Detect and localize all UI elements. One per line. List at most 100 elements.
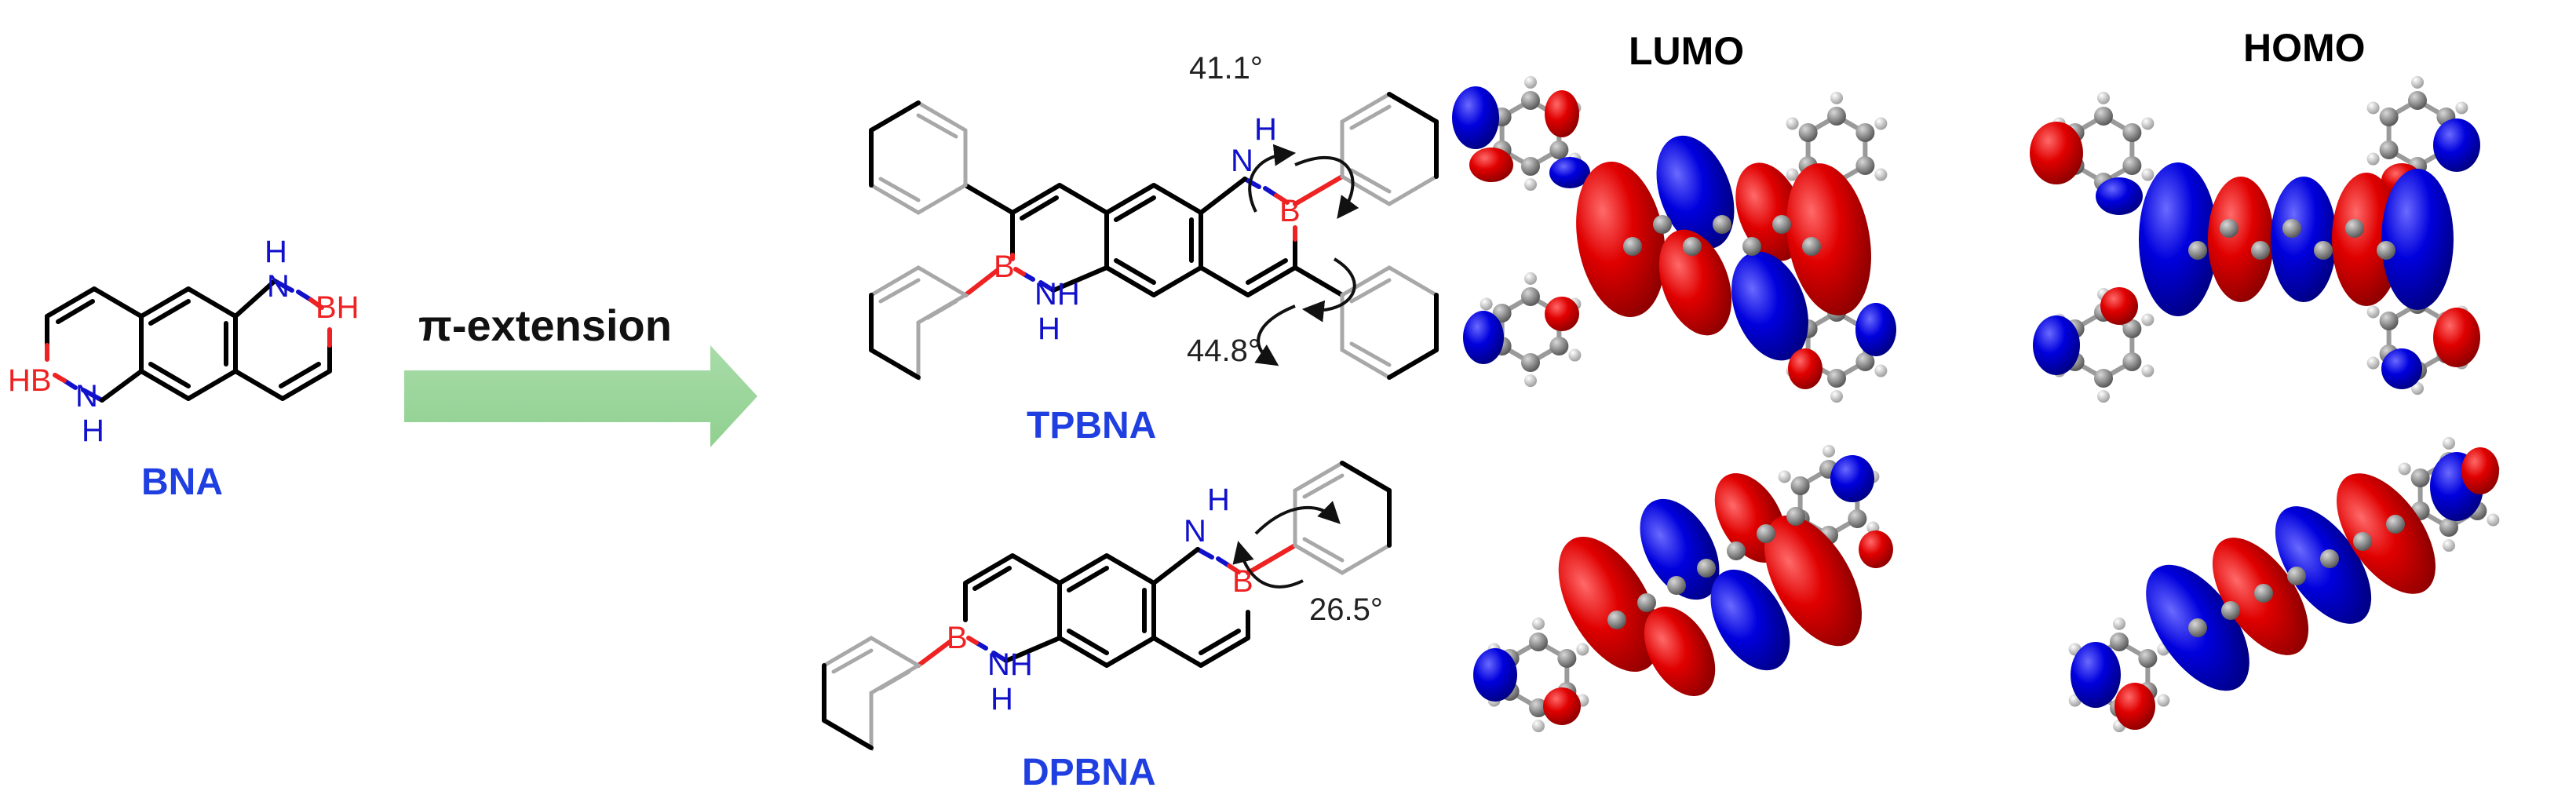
carbon-atom: [1848, 509, 1867, 528]
carbon-atom: [2138, 649, 2158, 668]
arrow-shape: [404, 345, 757, 447]
homo-title: HOMO: [2243, 26, 2366, 70]
carbon-atom: [1772, 215, 1791, 234]
hydrogen-atom: [2141, 168, 2155, 181]
carbon-atom: [1521, 91, 1540, 110]
carbon-atom: [1623, 237, 1642, 256]
carbon-atom: [1757, 524, 1775, 543]
hydrogen-atom: [2487, 513, 2500, 527]
hydrogen-atom: [1823, 444, 1835, 458]
hydrogen-atom: [1778, 470, 1791, 483]
hydrogen-atom: [2097, 91, 2110, 104]
carbon-atom: [2220, 219, 2238, 238]
carbon-atom: [1790, 476, 1810, 495]
positive-lobe: [1786, 163, 1871, 315]
hydrogen-atom: [2366, 152, 2380, 166]
lumo-tpbna-orbital: [1452, 75, 1896, 403]
tpbna-angle-top: 41.1°: [1189, 51, 1263, 86]
positive-lobe: [2337, 473, 2436, 594]
carbon-atom: [2188, 618, 2207, 637]
carbon-atom: [2221, 601, 2240, 620]
carbon-atom: [2377, 241, 2395, 260]
tpbna-name: TPBNA: [1027, 405, 1156, 447]
lumo-dpbna-orbital: [1473, 444, 1893, 733]
carbon-atom: [1667, 576, 1686, 595]
carbon-atom: [1521, 353, 1540, 372]
positive-lobe: [2332, 173, 2401, 306]
carbon-atom: [1492, 304, 1512, 323]
carbon-atom: [2379, 140, 2399, 159]
bna-atom-bh: BH: [316, 290, 359, 325]
bna-atom-n-top: N: [267, 269, 290, 304]
bna-structure: H N BH HB N H BNA: [8, 235, 359, 503]
hydrogen-atom: [1524, 374, 1537, 388]
carbon-atom: [1549, 337, 1569, 355]
hydrogen-atom: [1786, 117, 1799, 130]
negative-lobe: [2271, 177, 2337, 302]
positive-lobe: [2114, 683, 2155, 730]
hydrogen-atom: [2113, 617, 2125, 630]
carbon-atom: [2094, 107, 2113, 126]
hydrogen-atom: [2141, 117, 2155, 130]
negative-lobe: [2381, 348, 2422, 389]
carbon-atom: [2122, 319, 2142, 338]
hydrogen-atom: [2411, 382, 2424, 396]
carbon-atom: [1557, 649, 1577, 668]
negative-lobe: [1452, 86, 1499, 149]
positive-lobe: [1735, 162, 1804, 261]
bna-name: BNA: [141, 461, 223, 503]
bna-atom-h-top: H: [265, 235, 287, 269]
carbon-atom: [2345, 219, 2364, 238]
carbon-atom: [1727, 541, 1746, 560]
carbon-atom: [2320, 549, 2339, 568]
carbon-atom: [1637, 593, 1656, 612]
hydrogen-atom: [1830, 390, 1843, 403]
carbon-atom: [1697, 559, 1716, 578]
bna-atom-hb: HB: [8, 363, 52, 398]
hydrogen-atom: [1874, 117, 1888, 130]
negative-lobe: [1855, 303, 1896, 356]
bna-atom-h-bottom: H: [82, 414, 104, 448]
hydrogen-atom: [1532, 617, 1545, 630]
tpbna-atom-h-top: H: [1254, 112, 1277, 147]
tpbna-angle-bottom: 44.8°: [1187, 334, 1261, 368]
negative-lobe: [2139, 162, 2217, 316]
hydrogen-atom: [1874, 364, 1888, 377]
negative-lobe: [1731, 251, 1808, 361]
hydrogen-atom: [2455, 101, 2468, 115]
negative-lobe: [1473, 648, 1517, 702]
negative-lobe: [1710, 569, 1790, 671]
hydrogen-atom: [2097, 390, 2110, 403]
negative-lobe: [1463, 311, 1504, 364]
hydrogen-atom: [1480, 297, 1493, 311]
positive-lobe: [1576, 162, 1666, 317]
positive-lobe: [1558, 537, 1660, 672]
hydrogen-atom: [1532, 720, 1545, 733]
carbon-atom: [2353, 532, 2372, 551]
carbon-atom: [1855, 123, 1875, 142]
carbon-atom: [1855, 352, 1875, 371]
hydrogen-atom: [2157, 694, 2170, 707]
hydrogen-atom: [1786, 168, 1799, 181]
negative-lobe: [1830, 455, 1874, 502]
positive-lobe: [1859, 530, 1893, 568]
carbon-atom: [2110, 632, 2129, 651]
carbon-atom: [2386, 515, 2405, 534]
carbon-atom: [2379, 312, 2399, 330]
positive-lobe: [1469, 148, 1513, 182]
negative-lobe: [2433, 118, 2480, 172]
carbon-atom: [2287, 567, 2306, 585]
negative-lobe: [2033, 315, 2080, 375]
dpbna-structure: N H B B NH H 26.5° DPBNA: [822, 461, 1392, 793]
dpbna-atom-h-top: H: [1207, 483, 1230, 517]
hydrogen-atom: [2366, 101, 2380, 115]
hydrogen-atom: [1576, 643, 1589, 656]
dpbna-atom-nh: NH: [987, 647, 1033, 682]
tpbna-atom-b-right: B: [1279, 194, 1301, 228]
carbon-atom: [2122, 123, 2142, 142]
positive-lobe: [2461, 447, 2499, 494]
positive-lobe: [1545, 297, 1579, 331]
positive-lobe: [1788, 348, 1823, 389]
tpbna-structure: N H B B NH H 41.1° 44.8° TPBNA: [869, 51, 1439, 447]
